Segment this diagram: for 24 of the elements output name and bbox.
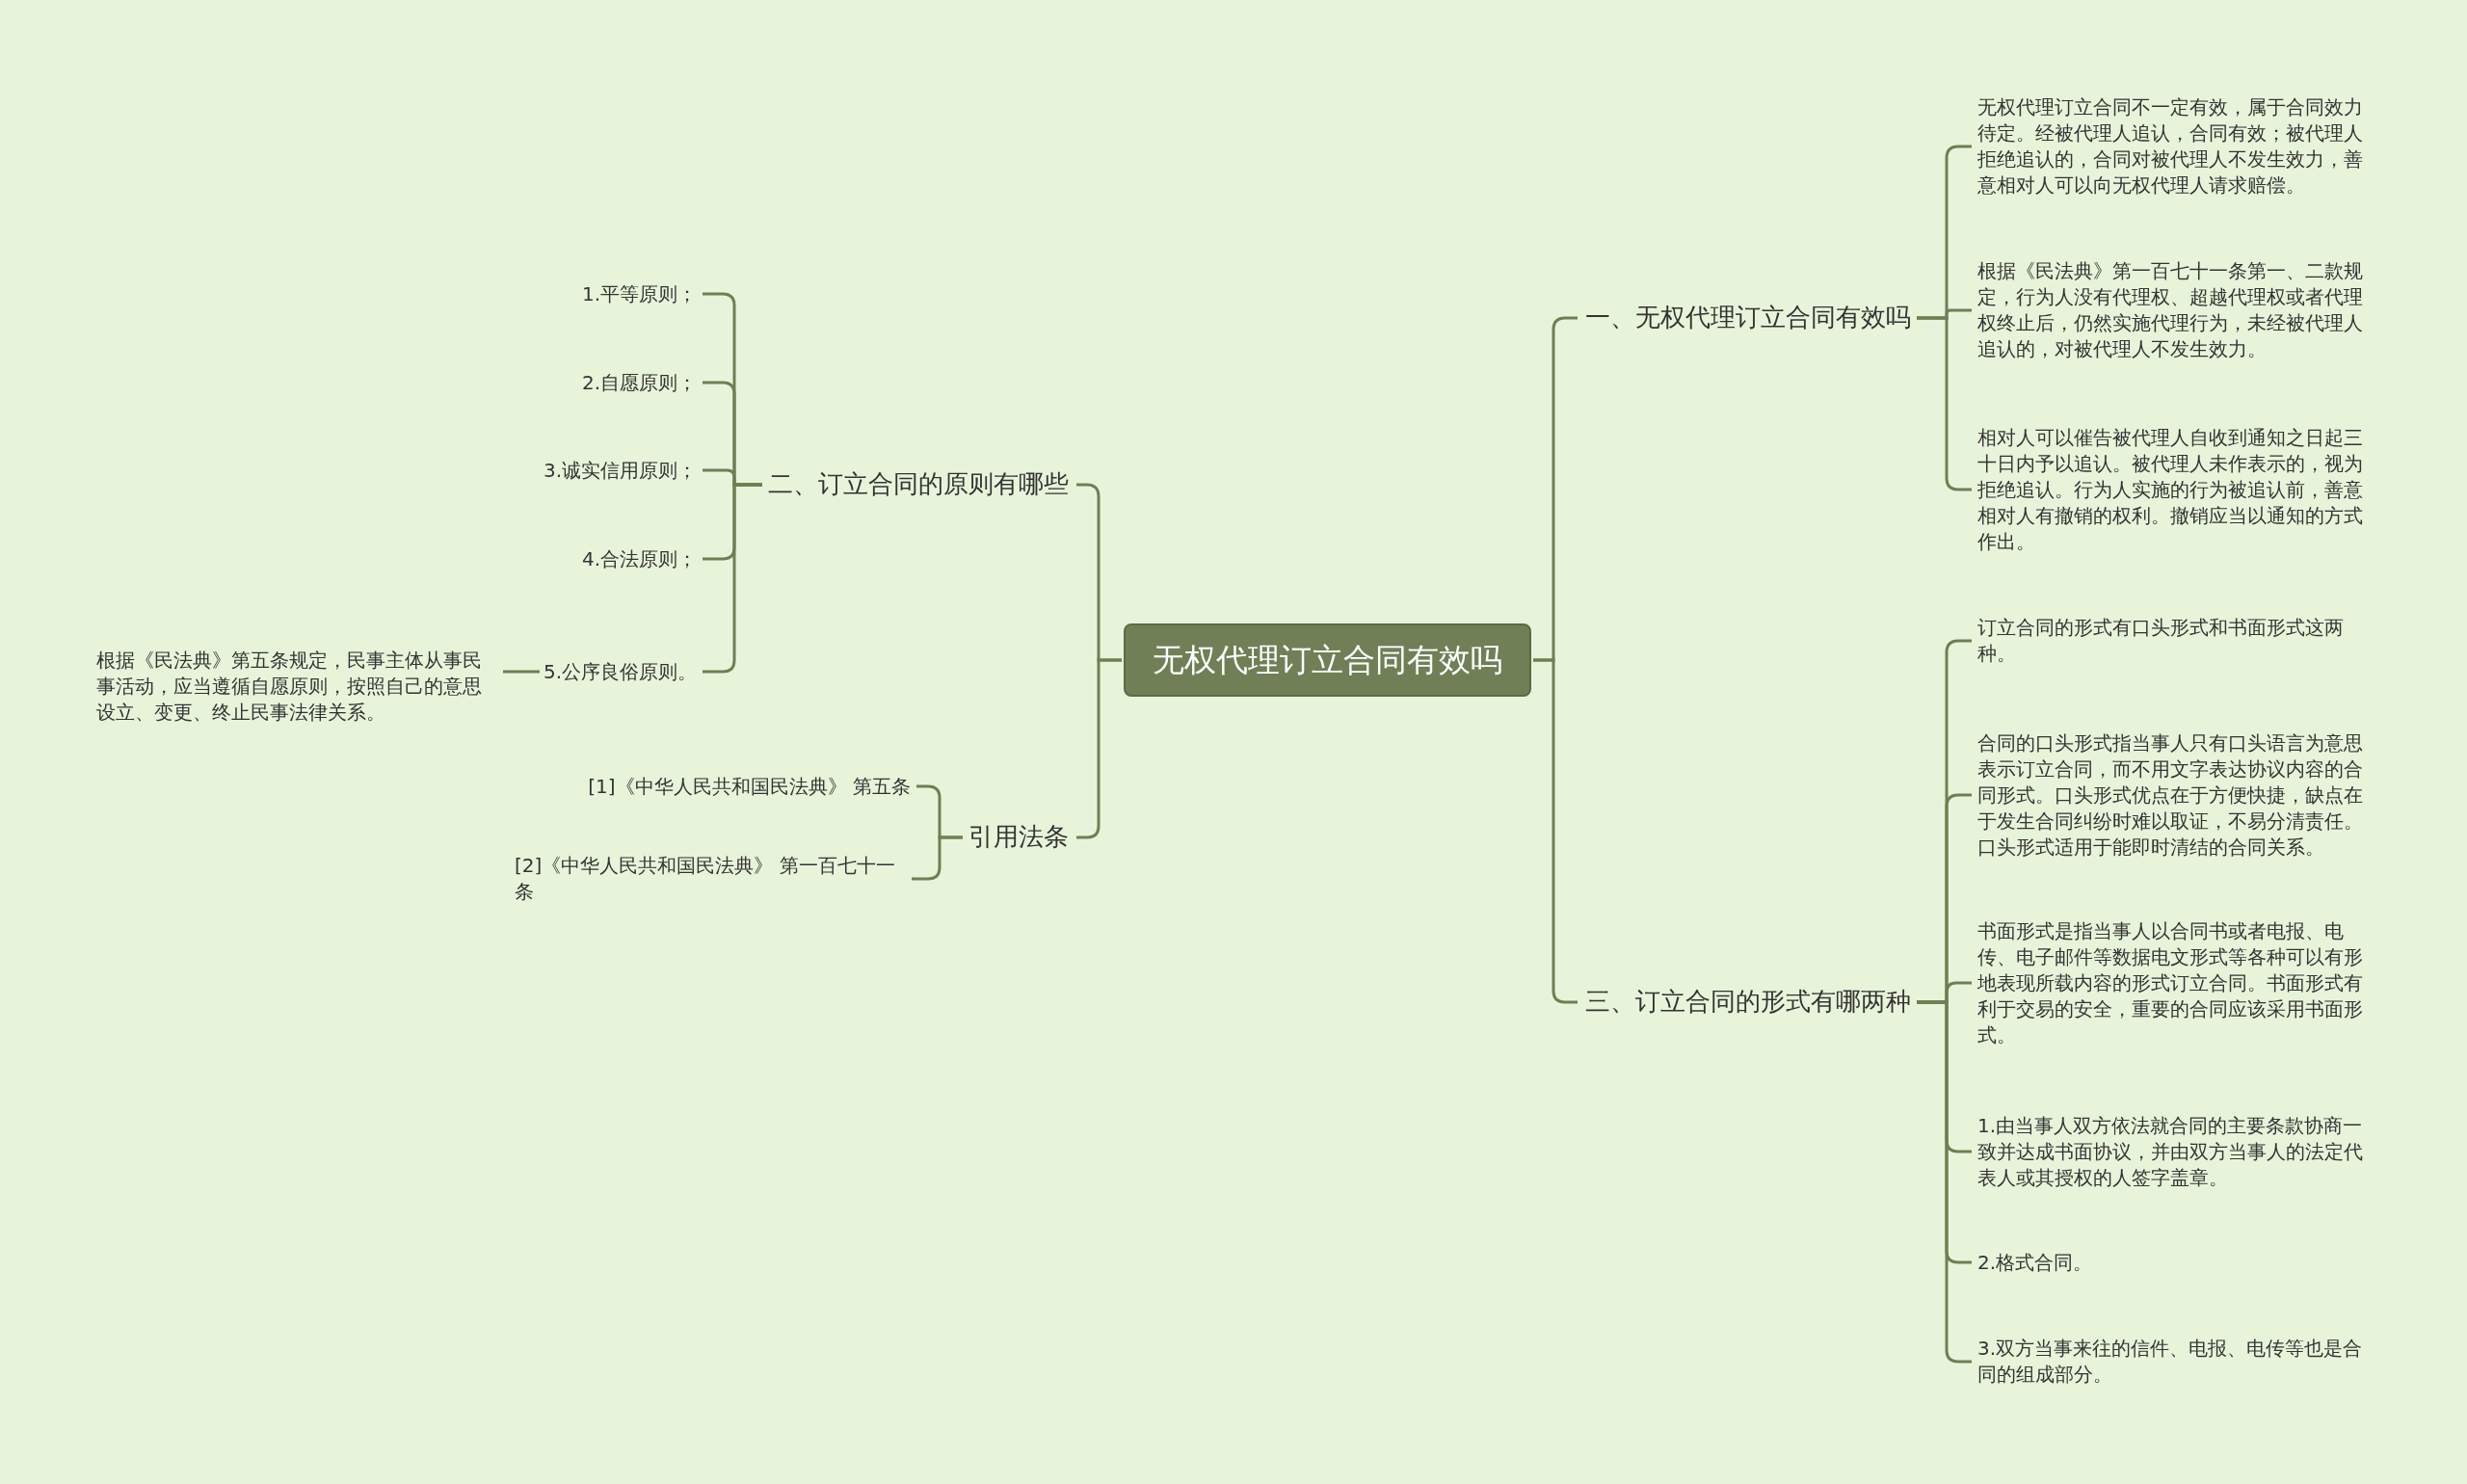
note-text: 书面形式是指当事人以合同书或者电报、电传、电子邮件等数据电文形式等各种可以有形地表现所载内容的形式订立合同。书面形式有利于交易的安全，重要的合同应该采用书面形式。 [1976,917,2380,1048]
connector-line [912,835,963,881]
branch-topic: 一、无权代理订立合同有效吗 [1581,299,1915,337]
note-text: 2.格式合同。 [1976,1249,2380,1276]
note-text: 1.由当事人双方依法就合同的主要条款协商一致并达成书面协议，并由双方当事人的法定代表人或其授权的人签字盖章。 [1976,1112,2380,1191]
branch-topic: 三、订立合同的形式有哪两种 [1581,983,1915,1021]
note-text: 订立合同的形式有口头形式和书面形式这两种。 [1976,615,2380,667]
connector-line [503,670,540,674]
principle-text: 5.公序良俗原则。 [541,658,699,685]
citation-text: [2]《中华人民共和国民法典》 第一百七十一条 [513,853,908,905]
principle-text: 4.合法原则； [579,545,699,572]
note-text: 无权代理订立合同不一定有效，属于合同效力待定。经被代理人追认，合同有效；被代理人拒绝追认的，合同对被代理人不发生效力，善意相对人可以向无权代理人请求赔偿。 [1976,94,2380,199]
note-text: 根据《民法典》第一百七十一条第一、二款规定，行为人没有代理权、超越代理权或者代理权终止后，仍然实施代理行为，未经被代理人追认的，对被代理人不发生效力。 [1976,258,2380,362]
citation-text: [1]《中华人民共和国民法典》 第五条 [586,773,913,800]
branch-topic: 二、订立合同的原则有哪些 [764,465,1073,504]
note-text: 合同的口头形式指当事人只有口头语言为意思表示订立合同，而不用文字表达协议内容的合同形式。口头形式优点在于方便快捷，缺点在于发生合同纠纷时难以取证，不易分清责任。口头形式适用于能即时清结的合同关系。 [1976,729,2380,861]
principle-text: 1.平等原则； [579,280,699,307]
branch-topic: 引用法条 [965,818,1073,857]
central-topic: 无权代理订立合同有效吗 [1124,623,1531,698]
note-text: 根据《民法典》第五条规定，民事主体从事民事活动，应当遵循自愿原则，按照自己的意思设立、变更、终止民事法律关系。 [94,647,499,726]
note-text: 相对人可以催告被代理人自收到通知之日起三十日内予以追认。被代理人未作表示的，视为拒绝追认。行为人实施的行为被追认前，善意相对人有撤销的权利。撤销应当以通知的方式作出。 [1976,424,2380,555]
principle-text: 3.诚实信用原则； [541,457,699,484]
note-text: 3.双方当事来往的信件、电报、电传等也是合同的组成部分。 [1976,1336,2380,1388]
principle-text: 2.自愿原则； [579,369,699,396]
